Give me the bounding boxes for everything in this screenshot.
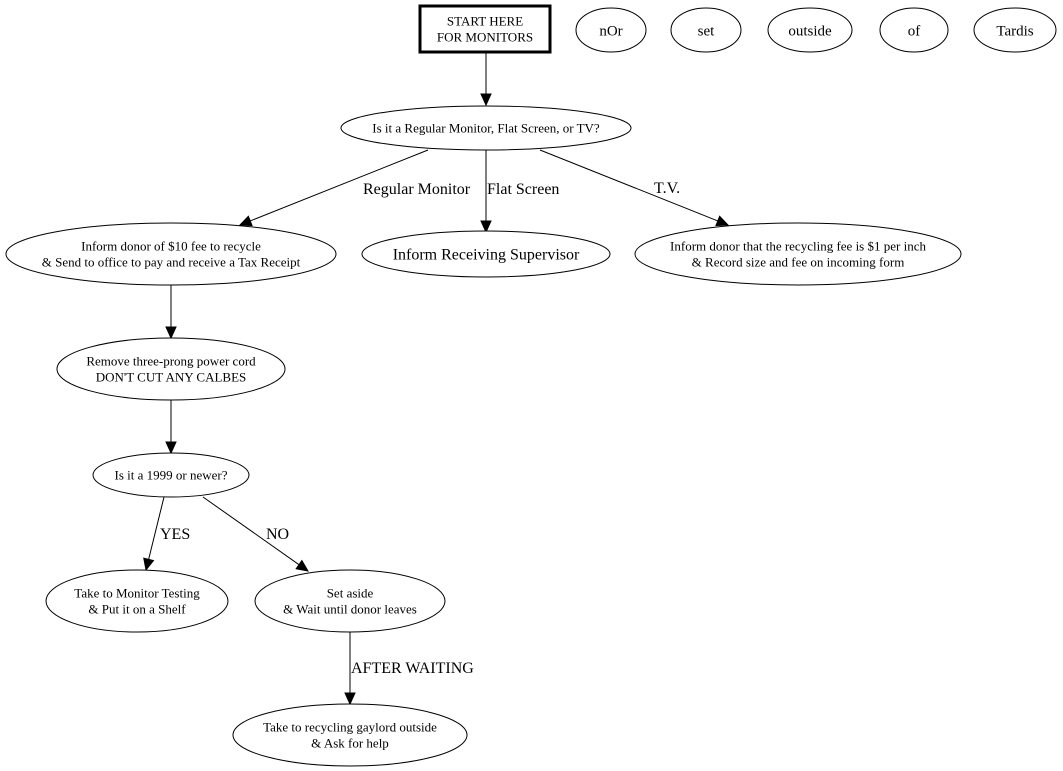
node-set-aside: Set aside& Wait until donor leaves bbox=[254, 569, 446, 633]
node-text-line: set bbox=[698, 23, 715, 39]
node-ellipse-shape bbox=[232, 703, 468, 767]
node-ellipse-shape bbox=[670, 7, 742, 53]
node-text-line: nOr bbox=[599, 23, 622, 39]
node-text-line: & Ask for help bbox=[311, 736, 389, 751]
node-text-line: DON'T CUT ANY CALBES bbox=[96, 370, 247, 385]
arrowhead-icon bbox=[480, 93, 492, 107]
edge-label: YES bbox=[160, 526, 190, 543]
node-ellipse-shape bbox=[879, 7, 949, 53]
node-regular-fee: Inform donor of $10 fee to recycle& Send… bbox=[5, 222, 337, 286]
node-box-shape bbox=[418, 4, 552, 54]
node-text-line: & Wait until donor leaves bbox=[283, 602, 417, 617]
node-ellipse-shape bbox=[767, 7, 853, 53]
edge-label: NO bbox=[266, 526, 289, 543]
node-text-line: outside bbox=[788, 23, 832, 39]
node-text-line: Set aside bbox=[327, 586, 374, 601]
arrowhead-icon bbox=[295, 559, 309, 572]
edge-regular_fee-to-remove_cord bbox=[165, 285, 177, 340]
node-text-line: Take to Monitor Testing bbox=[74, 586, 200, 601]
node-ellipse-shape bbox=[5, 222, 337, 286]
edge-type_question-to-tv_fee bbox=[539, 149, 730, 227]
node-text-line: Inform donor of $10 fee to recycle bbox=[81, 239, 261, 254]
node-text-line: Take to recycling gaylord outside bbox=[263, 720, 437, 735]
node-text-line: & Put it on a Shelf bbox=[88, 602, 186, 617]
edge-label: T.V. bbox=[654, 180, 680, 197]
node-text-line: & Record size and fee on incoming form bbox=[692, 255, 905, 270]
node-monitor-testing: Take to Monitor Testing& Put it on a She… bbox=[45, 569, 229, 633]
edge-labels-layer: Regular Monitor Flat Screen T.V. YES NO AFTER… bbox=[160, 180, 680, 677]
node-legend-nor: nOr bbox=[575, 7, 647, 53]
edge-set_aside-to-gaylord bbox=[344, 632, 356, 706]
edge-label: AFTER WAITING bbox=[351, 660, 474, 677]
node-text-line: Remove three-prong power cord bbox=[86, 354, 256, 369]
node-text-line: Inform donor that the recycling fee is $… bbox=[670, 239, 926, 254]
node-tv-fee: Inform donor that the recycling fee is $… bbox=[634, 222, 962, 286]
edge-start-to-type_question bbox=[480, 53, 492, 107]
edge-line bbox=[148, 496, 165, 560]
edge-year_question-to-monitor_testing bbox=[143, 496, 165, 572]
node-receiving-supervisor: Inform Receiving Supervisor bbox=[361, 230, 611, 278]
node-text-line: & Send to office to pay and receive a Ta… bbox=[42, 255, 301, 270]
edges-layer bbox=[143, 53, 730, 706]
node-ellipse-shape bbox=[361, 230, 611, 278]
arrowhead-icon bbox=[715, 215, 730, 227]
node-year-question: Is it a 1999 or newer? bbox=[92, 452, 250, 498]
node-ellipse-shape bbox=[92, 452, 250, 498]
node-gaylord: Take to recycling gaylord outside& Ask f… bbox=[232, 703, 468, 767]
node-text-line: of bbox=[908, 23, 921, 39]
arrowhead-icon bbox=[344, 692, 356, 706]
node-text-line: Is it a 1999 or newer? bbox=[115, 468, 228, 483]
node-ellipse-shape bbox=[254, 569, 446, 633]
edge-type_question-to-receiving_supervisor bbox=[480, 150, 492, 234]
edge-remove_cord-to-year_question bbox=[165, 400, 177, 455]
node-ellipse-shape bbox=[45, 569, 229, 633]
node-text-line: Inform Receiving Supervisor bbox=[393, 247, 580, 264]
node-text-line: Is it a Regular Monitor, Flat Screen, or… bbox=[372, 121, 600, 136]
edge-line bbox=[202, 496, 300, 566]
node-text-line: START HERE bbox=[447, 14, 523, 29]
node-ellipse-shape bbox=[56, 337, 286, 401]
node-ellipse-shape bbox=[575, 7, 647, 53]
node-ellipse-shape bbox=[340, 105, 632, 151]
arrowhead-icon bbox=[143, 557, 155, 572]
edge-year_question-to-set_aside bbox=[202, 496, 309, 572]
node-ellipse-shape bbox=[973, 7, 1057, 53]
node-legend-of: of bbox=[879, 7, 949, 53]
node-type-question: Is it a Regular Monitor, Flat Screen, or… bbox=[340, 105, 632, 151]
node-legend-tardis: Tardis bbox=[973, 7, 1057, 53]
arrowhead-icon bbox=[165, 441, 177, 455]
node-ellipse-shape bbox=[634, 222, 962, 286]
node-legend-outside: outside bbox=[767, 7, 853, 53]
edge-type_question-to-regular_fee bbox=[238, 149, 429, 227]
arrowhead-icon bbox=[238, 215, 253, 227]
node-text-line: FOR MONITORS bbox=[437, 30, 533, 45]
arrowhead-icon bbox=[480, 220, 492, 234]
node-legend-set: set bbox=[670, 7, 742, 53]
node-text-line: Tardis bbox=[996, 23, 1033, 39]
edge-label: Flat Screen bbox=[487, 181, 559, 198]
edge-line bbox=[539, 149, 718, 222]
edge-line bbox=[250, 149, 429, 222]
edge-label: Regular Monitor bbox=[363, 181, 471, 198]
arrowhead-icon bbox=[165, 326, 177, 340]
